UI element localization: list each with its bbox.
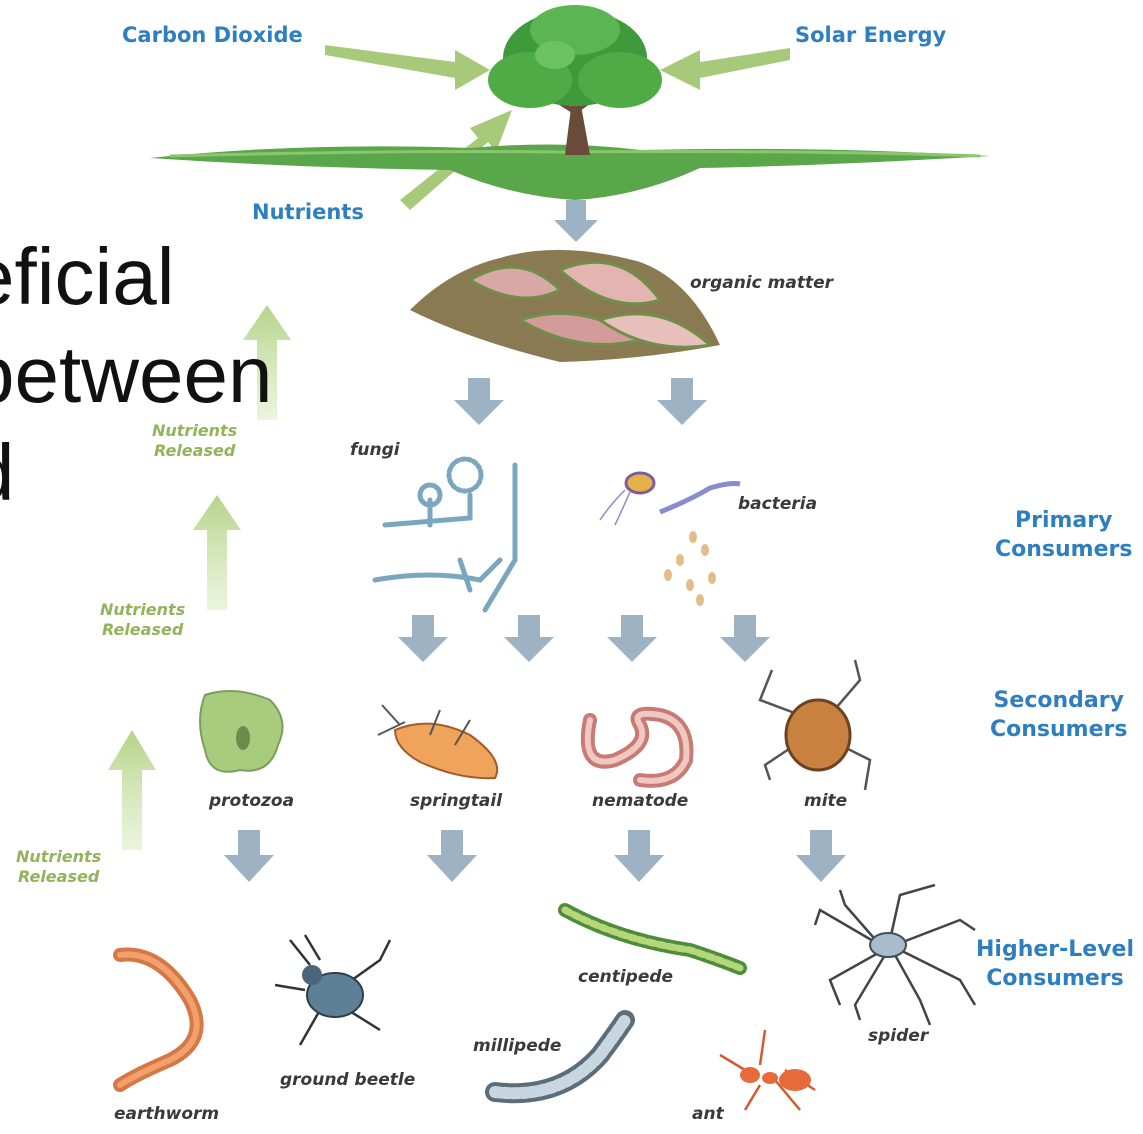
carbon-dioxide-arrow bbox=[325, 45, 490, 90]
flow-arrow bbox=[614, 830, 664, 882]
nutrients-released-line-1: Nutrients bbox=[16, 847, 101, 867]
higher-level-consumers-label: Higher-Level Consumers bbox=[976, 935, 1134, 993]
flow-arrow bbox=[454, 378, 504, 425]
higher-level-consumers-line-2: Consumers bbox=[976, 964, 1134, 993]
flow-arrow bbox=[427, 830, 477, 882]
secondary-consumers-line-2: Consumers bbox=[990, 715, 1127, 744]
mite-caption: mite bbox=[804, 791, 847, 811]
flow-arrow bbox=[657, 378, 707, 425]
ant-caption: ant bbox=[692, 1104, 724, 1124]
organic-matter-illustration bbox=[410, 250, 720, 362]
spider-caption: spider bbox=[868, 1026, 928, 1046]
mite-illustration bbox=[760, 660, 870, 790]
fungi-illustration bbox=[375, 459, 515, 610]
secondary-consumers-line-1: Secondary bbox=[990, 686, 1127, 715]
centipede-caption: centipede bbox=[578, 967, 673, 987]
nutrients-released-label: Nutrients Released bbox=[100, 600, 185, 640]
primary-consumers-label: Primary Consumers bbox=[995, 506, 1132, 564]
springtail-illustration bbox=[378, 705, 497, 778]
flow-arrow bbox=[607, 615, 657, 662]
earthworm-illustration bbox=[120, 955, 197, 1085]
millipede-illustration bbox=[495, 1020, 625, 1093]
nutrients-released-arrow bbox=[108, 730, 156, 850]
nutrients-label: Nutrients bbox=[252, 200, 364, 224]
solar-energy-arrow bbox=[660, 48, 790, 90]
higher-level-consumers-line-1: Higher-Level bbox=[976, 935, 1134, 964]
organic-matter-caption: organic matter bbox=[690, 273, 833, 293]
slide-text-line-2: between bbox=[0, 326, 272, 424]
protozoa-caption: protozoa bbox=[209, 791, 294, 811]
carbon-dioxide-label: Carbon Dioxide bbox=[122, 23, 303, 47]
slide-text-line-1: eficial bbox=[0, 228, 272, 326]
tree-illustration bbox=[488, 5, 662, 155]
primary-consumers-line-2: Consumers bbox=[995, 535, 1132, 564]
centipede-illustration bbox=[565, 910, 740, 968]
nutrients-released-line-2: Released bbox=[152, 441, 237, 461]
millipede-caption: millipede bbox=[473, 1036, 561, 1056]
nutrients-released-line-2: Released bbox=[16, 867, 101, 887]
flow-arrow bbox=[720, 615, 770, 662]
spider-illustration bbox=[815, 885, 975, 1025]
primary-consumers-line-1: Primary bbox=[995, 506, 1132, 535]
ground-beetle-illustration bbox=[275, 935, 390, 1045]
nematode-illustration bbox=[588, 714, 687, 781]
bacteria-caption: bacteria bbox=[738, 494, 817, 514]
bacteria-illustration bbox=[600, 473, 740, 606]
nutrients-released-line-1: Nutrients bbox=[100, 600, 185, 620]
ground-beetle-caption: ground beetle bbox=[280, 1070, 415, 1090]
slide-body-text: eficial between d bbox=[0, 228, 272, 522]
protozoa-illustration bbox=[200, 691, 283, 772]
flow-arrow bbox=[554, 200, 598, 242]
nutrients-released-line-2: Released bbox=[100, 620, 185, 640]
flow-arrow bbox=[224, 830, 274, 882]
fungi-caption: fungi bbox=[350, 440, 400, 460]
flow-arrow bbox=[796, 830, 846, 882]
flow-arrow bbox=[504, 615, 554, 662]
secondary-consumers-label: Secondary Consumers bbox=[990, 686, 1127, 744]
nematode-caption: nematode bbox=[592, 791, 688, 811]
nutrients-released-line-1: Nutrients bbox=[152, 421, 237, 441]
solar-energy-label: Solar Energy bbox=[795, 23, 946, 47]
nutrients-released-label: Nutrients Released bbox=[152, 421, 237, 461]
flow-arrow bbox=[398, 615, 448, 662]
springtail-caption: springtail bbox=[410, 791, 502, 811]
nutrients-released-label: Nutrients Released bbox=[16, 847, 101, 887]
ant-illustration bbox=[720, 1030, 815, 1110]
earthworm-caption: earthworm bbox=[114, 1104, 219, 1124]
